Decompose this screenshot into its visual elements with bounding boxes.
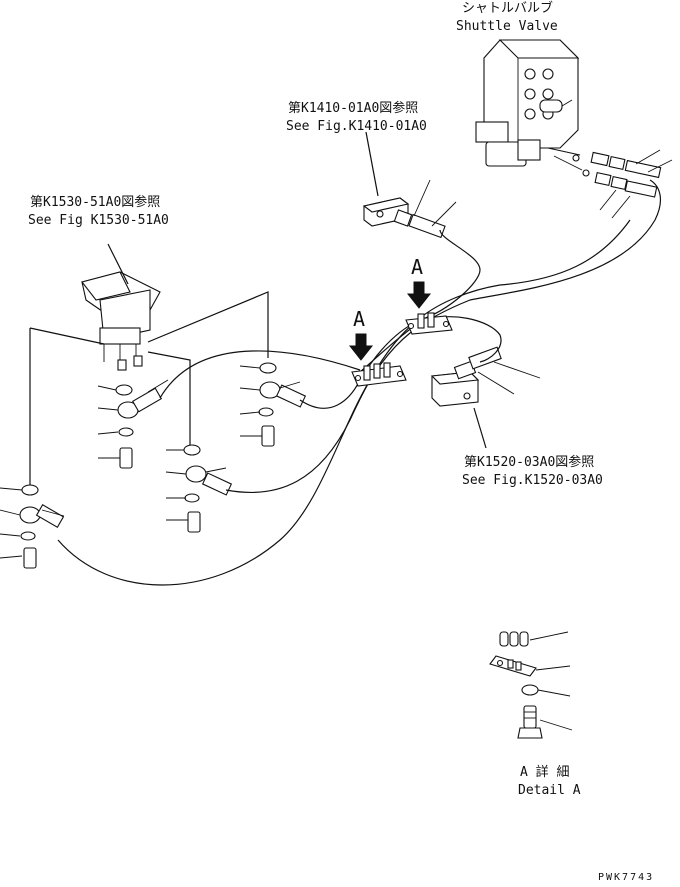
ref-k1530-label-en: See Fig K1530-51A0 — [28, 213, 169, 228]
shuttle-valve — [475, 39, 590, 177]
detail-washer — [521, 684, 571, 697]
ref-k1520-label-jp: 第K1520-03A0図参照 — [464, 454, 594, 470]
ref-k1410-label-jp: 第K1410-01A0図参照 — [288, 100, 418, 116]
detail-clamp-top — [499, 631, 569, 647]
ref-k1520-label-en: See Fig.K1520-03A0 — [462, 473, 603, 488]
banjo-fitting-set-right — [239, 362, 307, 447]
pedal-valve — [29, 243, 269, 488]
view-marker-left-label: A — [353, 307, 365, 331]
view-arrow-left: A — [348, 307, 374, 361]
k1520-fitting-block — [430, 346, 541, 449]
view-marker-right-label: A — [411, 255, 423, 279]
detail-bolt — [517, 705, 573, 739]
shuttle-valve-fittings — [590, 149, 673, 219]
shuttle-valve-label-en: Shuttle Valve — [456, 19, 558, 34]
detail-clamp-plate — [489, 655, 571, 677]
banjo-fitting-set-left — [0, 484, 65, 569]
drawing-number: PWK7743 — [598, 872, 654, 883]
view-arrow-right: A — [406, 255, 432, 309]
detail-a-parts — [489, 631, 573, 739]
hose-clamp-right — [405, 312, 453, 335]
ref-k1410-label-en: See Fig.K1410-01A0 — [286, 119, 427, 134]
detail-a-label-jp: A 詳 細 — [520, 764, 569, 780]
k1410-fitting-block — [362, 131, 457, 239]
shuttle-valve-label-jp: シャトルバルブ — [462, 0, 553, 16]
hose-clamp-left — [351, 362, 407, 387]
detail-a-label-en: Detail A — [518, 783, 581, 798]
ref-k1530-label-jp: 第K1530-51A0図参照 — [30, 194, 160, 210]
banjo-fitting-set-upper-left — [97, 379, 169, 469]
banjo-fitting-set-center — [165, 444, 233, 533]
